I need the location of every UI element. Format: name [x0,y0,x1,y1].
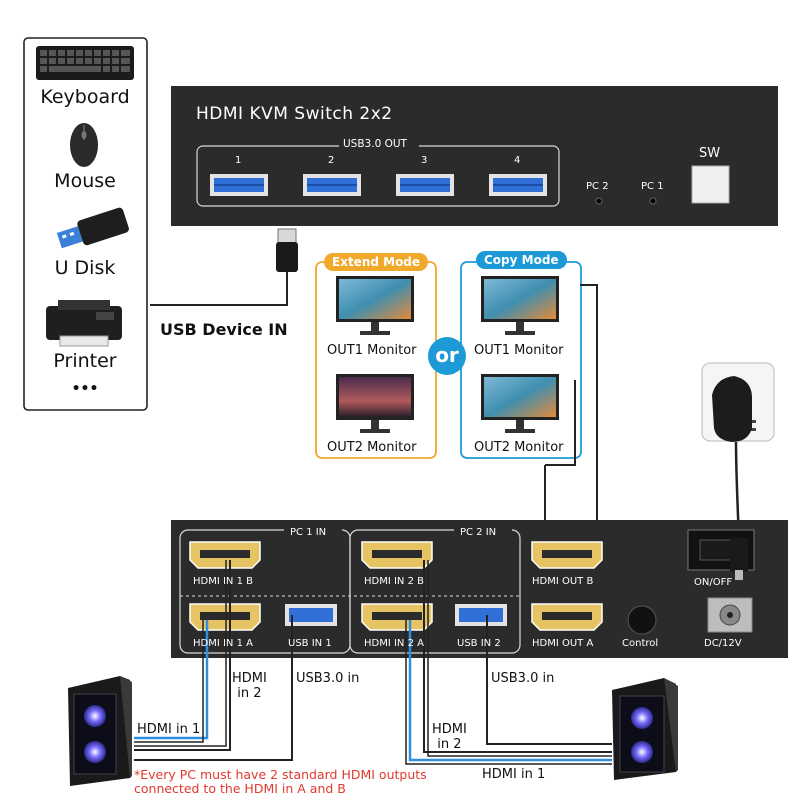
pc-tower-right-icon [612,678,678,780]
left-usb-in-label: USB3.0 in [296,671,360,686]
usb-port-4-label: 4 [514,155,521,166]
usb-out-group-label: USB3.0 OUT [343,138,407,150]
keyboard-icon [36,46,134,80]
hdmi-in-1b-label: HDMI IN 1 B [193,576,253,587]
copy-out2-monitor-icon [481,374,559,433]
pc1-led [649,197,657,205]
usb-device-cable [150,228,298,306]
mouse-icon [70,123,98,167]
keyboard-label: Keyboard [40,86,130,108]
usb-in-ports [285,604,507,626]
control-label: Control [622,638,659,649]
or-badge: or [428,337,466,375]
pc1-in-label: PC 1 IN [290,527,327,538]
bottom-panel [171,520,788,658]
more-devices-dots: ••• [71,381,99,397]
usb-out-ports [210,174,547,196]
sw-label: SW [699,146,721,161]
cable-right-usb-in [486,615,612,745]
left-hdmi-in-1-label: HDMI in 1 [137,722,201,737]
control-knob[interactable] [627,605,657,635]
cable-left-hdmi-in-1 [134,620,209,740]
hdmi-in-1a-label: HDMI IN 1 A [193,638,253,649]
hdmi-in-2a-label: HDMI IN 2 A [364,638,424,649]
pc2-led-label: PC 2 [586,181,609,192]
monitor-cable-out-a [580,284,598,600]
pc2-in-label: PC 2 IN [460,527,497,538]
hdmi-out-b-label: HDMI OUT B [532,576,594,587]
copy-mode-badge: Copy Mode [476,251,567,269]
cable-left-hdmi-in-2 [134,560,231,751]
right-hdmi-in-1-label: HDMI in 1 [482,767,546,782]
usb-in-1-label: USB IN 1 [288,638,332,649]
usb-port-3-label: 3 [421,155,428,166]
usb-device-in-label: USB Device IN [160,320,288,339]
printer-label: Printer [53,350,117,372]
copy-out2-label: OUT2 Monitor [474,440,564,455]
copy-out1-label: OUT1 Monitor [474,343,564,358]
cable-left-usb-in [134,615,293,761]
dc-label: DC/12V [704,638,742,649]
copy-out1-monitor-icon [481,276,559,335]
pc2-in-frame [349,529,521,654]
top-panel [171,86,778,226]
right-usb-in-label: USB3.0 in [491,671,555,686]
hdmi-out-a-label: HDMI OUT A [532,638,594,649]
extend-out1-label: OUT1 Monitor [327,343,417,358]
udisk-label: U Disk [54,257,116,279]
mouse-label: Mouse [54,170,116,192]
usb-disk-icon [56,207,129,249]
cable-right-hdmi-in-1 [408,620,612,762]
on-off-label: ON/OFF [694,577,733,588]
extend-out2-monitor-icon [336,374,414,433]
hdmi-in-2b-label: HDMI IN 2 B [364,576,424,587]
usb-port-2-label: 2 [328,155,335,166]
cable-right-hdmi-in-2 [423,560,612,753]
extend-out1-monitor-icon [336,276,414,335]
pc-tower-left-icon [68,676,132,786]
footnote: *Every PC must have 2 standard HDMI outp… [134,767,427,796]
pc1-led-label: PC 1 [641,181,664,192]
pc2-led [595,197,603,205]
extend-out2-label: OUT2 Monitor [327,440,417,455]
usb-in-2-label: USB IN 2 [457,638,501,649]
extend-mode-badge: Extend Mode [324,253,429,271]
usb-port-1-label: 1 [235,155,242,166]
power-adapter-icon [701,362,775,541]
sw-button[interactable] [691,165,730,204]
printer-icon [46,300,122,347]
panel-title: HDMI KVM Switch 2x2 [196,104,393,124]
